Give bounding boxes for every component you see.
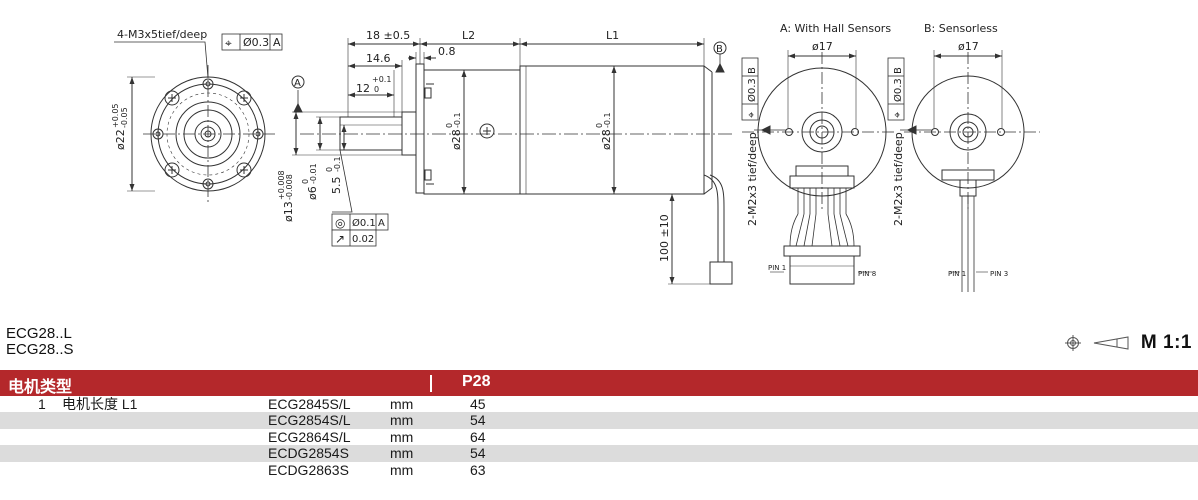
position-datum: A <box>273 36 281 49</box>
row-value: 45 <box>470 396 486 412</box>
flange-labels: 4-M3x5tief/deep ⌖ Ø0.3 A ø22 +0.05 -0.05 <box>111 28 283 150</box>
dim-12-tol-lower: 0 <box>374 85 379 94</box>
row-unit: mm <box>390 445 414 462</box>
table-row: ECDG2863S mm 63 <box>0 462 1198 478</box>
row-unit: mm <box>390 412 414 429</box>
view-a-thread: 2-M2x3 tief/deep <box>746 132 759 226</box>
view-a-pin-start: PIN 1 <box>768 264 786 272</box>
d28a-tol-lower: -0.1 <box>453 112 462 128</box>
crosshair-icon <box>1064 335 1081 351</box>
header-p28: P28 <box>462 373 491 390</box>
row-value: 54 <box>470 445 486 462</box>
d22-label: ø22 <box>114 129 127 150</box>
model-names: ECG28..L ECG28..S <box>6 326 74 358</box>
row-model: ECDG2863S <box>268 461 349 478</box>
dim-146-label: 14.6 <box>366 52 391 65</box>
flange-front-view <box>114 41 275 205</box>
model-name-s: ECG28..S <box>6 341 74 358</box>
view-b-pin-start: PIN 1 <box>948 270 966 278</box>
d6-tol-upper: 0 <box>301 179 310 184</box>
row-value: 63 <box>470 461 486 478</box>
concentricity-tolerance: Ø0.1 <box>352 217 376 229</box>
table-row: 1 电机长度 L1 ECG2845S/L mm 45 <box>0 396 1198 412</box>
row-unit: mm <box>390 396 414 412</box>
dim-12-label: 12 <box>356 82 370 95</box>
runout-tolerance: 0.02 <box>352 234 374 245</box>
flat-label: 5.5 <box>330 177 343 195</box>
view-a-hall-sensors <box>742 50 894 285</box>
d28b-label: ø28 <box>600 129 613 150</box>
cable-length-label: 100 ±10 <box>658 214 671 262</box>
d28a-label: ø28 <box>450 129 463 150</box>
scale-label: M 1:1 <box>1140 332 1192 353</box>
view-b-pin-end: PIN 3 <box>990 270 1008 278</box>
d6-tol-lower: -0.01 <box>309 163 318 184</box>
position-tolerance: Ø0.3 <box>243 36 269 49</box>
table-row: ECG2854S/L mm 54 <box>0 412 1198 429</box>
thread-label: 4-M3x5tief/deep <box>117 28 207 41</box>
row-model: ECDG2854S <box>268 445 349 462</box>
view-a-pin-end: PIN 8 <box>858 270 876 278</box>
row-model: ECG2864S/L <box>268 428 351 445</box>
view-b-title: B: Sensorless <box>924 22 998 35</box>
header-motor-type: 电机类型 <box>8 379 73 396</box>
view-b-fcf-symbol: ⌖ <box>891 112 904 118</box>
dim-18-label: 18 ±0.5 <box>366 29 410 42</box>
d6-label: ø6 <box>306 186 319 200</box>
view-b-diameter: ø17 <box>958 40 979 53</box>
flat-tol-lower: -0.1 <box>333 156 342 172</box>
row-unit: mm <box>390 428 414 445</box>
datum-b-label: B <box>716 44 723 55</box>
spec-table: 电机类型 P28 1 电机长度 L1 ECG2845S/L mm 45 ECG2… <box>0 370 1198 478</box>
d28b-tol-lower: -0.1 <box>603 112 612 128</box>
header-separator <box>430 375 432 392</box>
view-a-title: A: With Hall Sensors <box>780 22 891 35</box>
model-name-l: ECG28..L <box>6 325 72 342</box>
view-b-labels: B: Sensorless ø17 2-M2x3 tief/deep B Ø0.… <box>887 22 1008 278</box>
view-b-fcf-datum: B <box>893 67 904 74</box>
side-view <box>291 38 735 285</box>
d22-tol-upper: +0.05 <box>111 103 120 128</box>
projection-icon <box>1093 336 1129 350</box>
table-header: 电机类型 P28 <box>0 370 1198 396</box>
view-b-fcf-tolerance: Ø0.3 <box>892 78 904 102</box>
table-row: ECG2864S/L mm 64 <box>0 429 1198 445</box>
d28b-tol-upper: 0 <box>595 123 604 128</box>
concentricity-datum: A <box>378 218 385 229</box>
d13-label: ø13 <box>282 201 295 222</box>
l1-label: L1 <box>606 29 619 42</box>
dim-12-tol-upper: +0.1 <box>372 75 391 84</box>
d13-tol-upper: +0.008 <box>277 170 286 200</box>
d13-tol-lower: -0.008 <box>285 174 294 200</box>
view-a-fcf-symbol: ⌖ <box>745 112 758 118</box>
view-b-thread: 2-M2x3 tief/deep <box>892 132 905 226</box>
view-b-sensorless <box>900 50 1040 292</box>
flat-tol-upper: 0 <box>325 167 334 172</box>
table-row: ECDG2854S mm 54 <box>0 445 1198 462</box>
view-a-fcf-datum: B <box>747 67 758 74</box>
row-parameter: 电机长度 L1 <box>62 396 138 412</box>
datum-a-label: A <box>294 78 301 89</box>
position-symbol: ⌖ <box>225 36 232 50</box>
side-view-labels: A B 18 ±0.5 14.6 12 +0.1 0 0.8 L2 L1 ø28… <box>277 29 723 262</box>
row-model: ECG2854S/L <box>268 412 351 429</box>
concentricity-symbol: ◎ <box>335 216 345 230</box>
scale-indicator: M 1:1 <box>1064 332 1192 354</box>
row-value: 54 <box>470 412 486 429</box>
row-model: ECG2845S/L <box>268 396 351 412</box>
view-a-labels: A: With Hall Sensors ø17 2-M2x3 tief/dee… <box>741 22 891 278</box>
d22-tol-lower: -0.05 <box>120 107 129 128</box>
row-unit: mm <box>390 461 414 478</box>
dim-08-label: 0.8 <box>438 45 456 58</box>
view-a-diameter: ø17 <box>812 40 833 53</box>
view-a-fcf-tolerance: Ø0.3 <box>746 78 758 102</box>
d28a-tol-upper: 0 <box>445 123 454 128</box>
l2-label: L2 <box>462 29 475 42</box>
row-value: 64 <box>470 428 486 445</box>
technical-drawing: 4-M3x5tief/deep ⌖ Ø0.3 A ø22 +0.05 -0.05 <box>111 22 1040 292</box>
runout-symbol: ↗ <box>335 232 345 246</box>
row-number: 1 <box>38 396 46 412</box>
